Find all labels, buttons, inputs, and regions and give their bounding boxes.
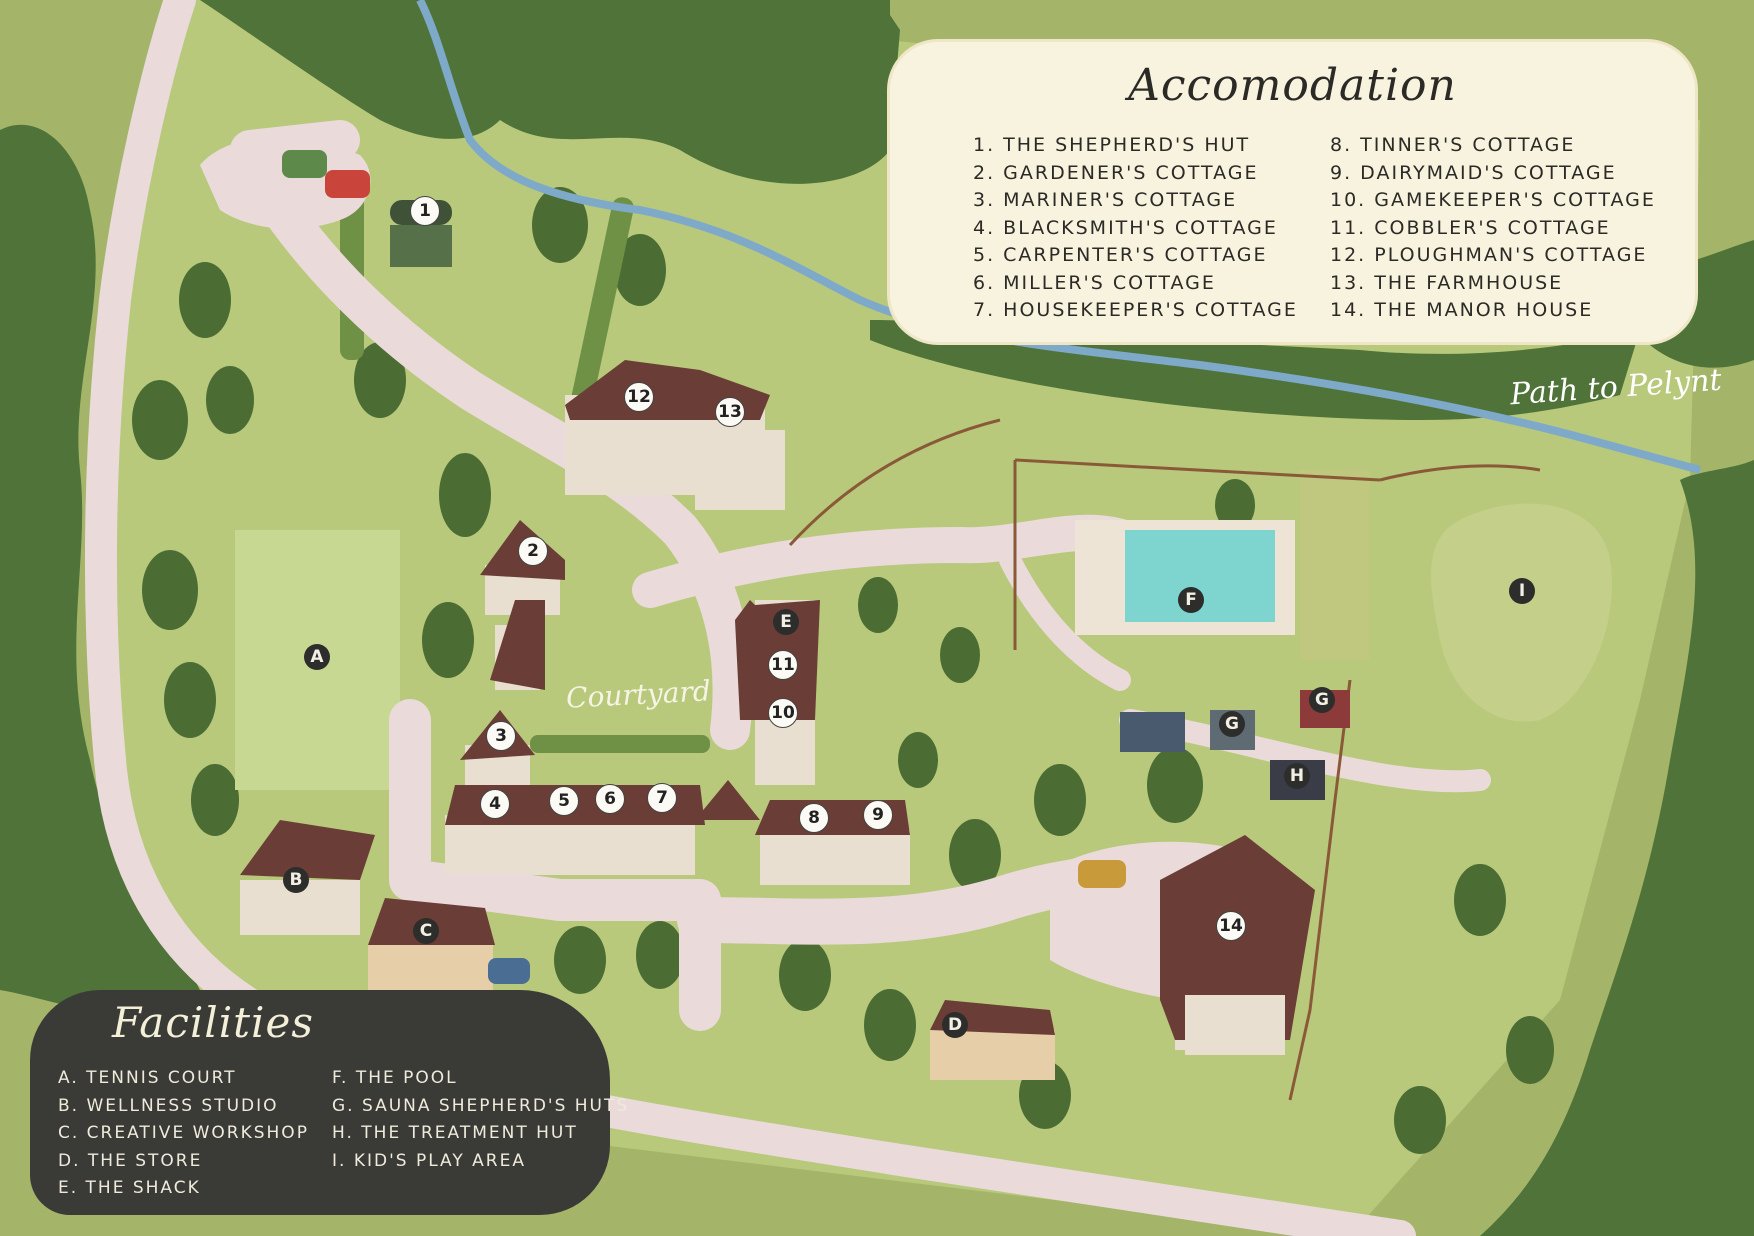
marker-14[interactable]: 14 — [1216, 911, 1246, 941]
facility-item: F. THE POOL — [332, 1068, 458, 1088]
marker-a[interactable]: A — [304, 644, 330, 670]
facility-item: C. CREATIVE WORKSHOP — [58, 1123, 309, 1143]
facilities-list-right: F. THE POOL G. SAUNA SHEPHERD'S HUTS H. … — [332, 1065, 629, 1175]
accommodation-item: 11. COBBLER'S COTTAGE — [1330, 216, 1611, 239]
accommodation-item: 7. HOUSEKEEPER'S COTTAGE — [973, 299, 1298, 321]
marker-9[interactable]: 9 — [863, 800, 893, 830]
accommodation-item: 14. THE MANOR HOUSE — [1330, 299, 1594, 321]
cars — [282, 150, 1126, 984]
accommodation-item: 12. PLOUGHMAN'S COTTAGE — [1330, 244, 1648, 266]
marker-7[interactable]: 7 — [647, 783, 677, 813]
marker-b[interactable]: B — [283, 867, 309, 893]
marker-6[interactable]: 6 — [595, 784, 625, 814]
facility-item: E. THE SHACK — [58, 1178, 201, 1198]
stream — [416, 0, 1702, 474]
marker-g-sauna-1[interactable]: G — [1219, 711, 1245, 737]
accommodation-item: 13. THE FARMHOUSE — [1330, 271, 1564, 294]
marker-11[interactable]: 11 — [768, 650, 798, 680]
marker-13[interactable]: 13 — [715, 397, 745, 427]
accommodation-item: 3. MARINER'S COTTAGE — [973, 189, 1238, 211]
marker-5[interactable]: 5 — [549, 786, 579, 816]
fences — [788, 418, 1541, 1101]
marker-10[interactable]: 10 — [768, 698, 798, 728]
accommodation-item: 1. THE SHEPHERD'S HUT — [973, 134, 1251, 156]
marker-i[interactable]: I — [1509, 578, 1535, 604]
car-park — [200, 137, 371, 229]
hedges — [340, 190, 710, 753]
marker-h[interactable]: H — [1284, 763, 1310, 789]
accommodation-item: 2. GARDENER'S COTTAGE — [973, 161, 1259, 184]
marker-3[interactable]: 3 — [486, 721, 516, 751]
accommodation-item: 6. MILLER'S COTTAGE — [973, 271, 1216, 294]
facility-item: G. SAUNA SHEPHERD'S HUTS — [332, 1095, 630, 1116]
scattered-trees — [132, 187, 1554, 1154]
accommodation-item: 5. CARPENTER'S COTTAGE — [973, 244, 1268, 266]
accommodation-list-left: 1. THE SHEPHERD'S HUT 2. GARDENER'S COTT… — [973, 132, 1298, 325]
facilities-legend: Facilities A. TENNIS COURT B. WELLNESS S… — [30, 990, 627, 1215]
facility-item: I. KID'S PLAY AREA — [332, 1150, 526, 1171]
accommodation-item: 10. GAMEKEEPER'S COTTAGE — [1330, 189, 1656, 211]
facilities-list-left: A. TENNIS COURT B. WELLNESS STUDIO C. CR… — [58, 1065, 309, 1203]
marker-12[interactable]: 12 — [624, 382, 654, 412]
accommodation-item: 4. BLACKSMITH'S COTTAGE — [973, 216, 1278, 239]
marker-g-sauna-2[interactable]: G — [1309, 687, 1335, 713]
accommodation-legend: Accomodation 1. THE SHEPHERD'S HUT 2. GA… — [890, 42, 1695, 342]
accommodation-item: 8. TINNER'S COTTAGE — [1330, 134, 1576, 156]
facility-item: H. THE TREATMENT HUT — [332, 1123, 578, 1143]
accommodation-title: Accomodation — [1128, 60, 1457, 111]
marker-1[interactable]: 1 — [410, 196, 440, 226]
facility-item: A. TENNIS COURT — [58, 1068, 237, 1088]
wildflower-meadow — [1300, 470, 1370, 660]
marker-e[interactable]: E — [773, 609, 799, 635]
play-area-lawn — [1431, 503, 1612, 722]
accommodation-list-right: 8. TINNER'S COTTAGE 9. DAIRYMAID'S COTTA… — [1330, 132, 1656, 325]
marker-f[interactable]: F — [1178, 587, 1204, 613]
marker-d[interactable]: D — [942, 1012, 968, 1038]
marker-8[interactable]: 8 — [799, 803, 829, 833]
facility-item: B. WELLNESS STUDIO — [58, 1095, 279, 1116]
facility-item: D. THE STORE — [58, 1150, 203, 1171]
facilities-title: Facilities — [112, 998, 314, 1047]
accommodation-item: 9. DAIRYMAID'S COTTAGE — [1330, 161, 1617, 184]
marker-c[interactable]: C — [413, 918, 439, 944]
marker-4[interactable]: 4 — [480, 789, 510, 819]
marker-2[interactable]: 2 — [518, 536, 548, 566]
